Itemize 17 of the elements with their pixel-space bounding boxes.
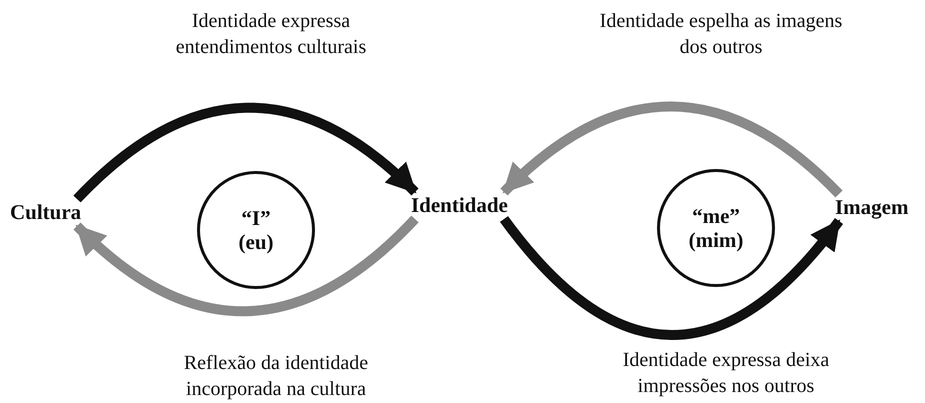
concept-label: Cultura <box>10 200 82 226</box>
edge-label: Reflexão da identidade incorporada na cultura <box>182 351 370 402</box>
curved-arrow <box>500 102 842 198</box>
edge-label: Identidade expressa deixa impressões nos outros <box>622 348 830 399</box>
edge-label: Identidade espelha as imagens dos outros <box>598 9 844 60</box>
curved-arrow <box>74 215 418 316</box>
circle-text: “me” <box>692 204 740 228</box>
circle-text: “I” <box>241 206 271 230</box>
concept-label: Imagem <box>835 195 908 220</box>
edge-label: Identidade expressa entendimentos culturais <box>174 9 368 60</box>
curved-arrow <box>500 216 843 340</box>
circle-text: (eu) <box>238 230 274 254</box>
curved-arrow <box>74 102 418 203</box>
circle-text: (mim) <box>688 228 744 252</box>
circle-node <box>197 171 315 289</box>
concept-label: Identidade <box>411 193 508 218</box>
circle-node <box>657 169 775 287</box>
